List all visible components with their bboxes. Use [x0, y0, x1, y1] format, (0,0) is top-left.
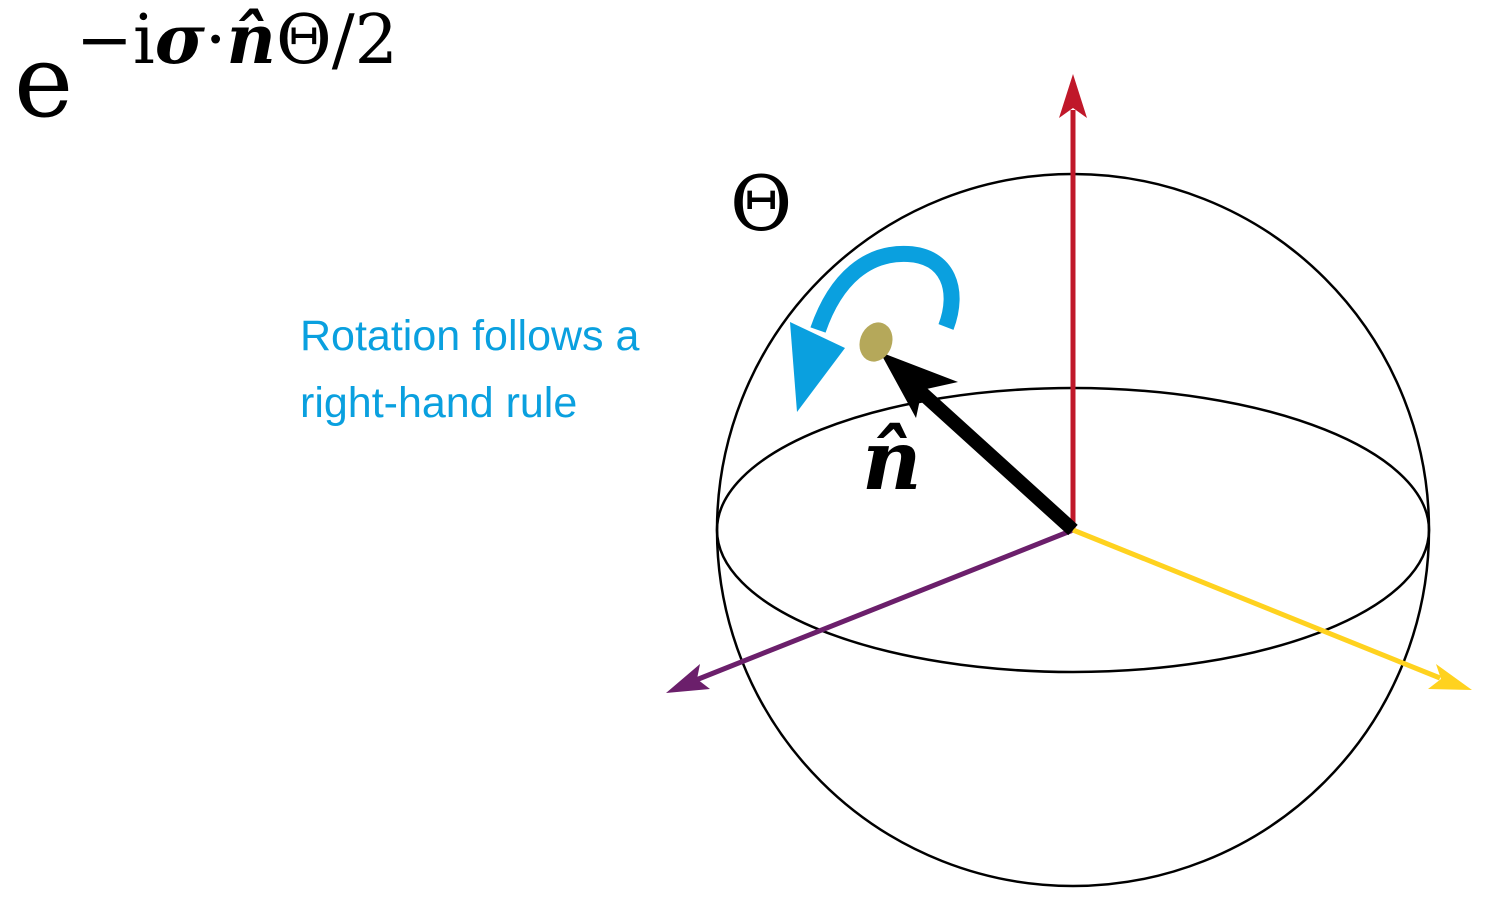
x-axis-arrowhead	[666, 664, 710, 693]
formula-sigma: σ	[154, 0, 205, 80]
formula-base: e	[14, 23, 74, 140]
caption-line-2: right-hand rule	[300, 379, 578, 427]
z-axis	[1059, 74, 1087, 530]
formula-exponent-prefix: −i	[76, 1, 155, 80]
formula-dot: ·	[204, 1, 227, 80]
n-hat-label: n̂	[862, 413, 922, 509]
formula-exponent-suffix: Θ/2	[275, 1, 398, 80]
formula-n-hat: n̂	[226, 0, 276, 80]
rotation-caption: Rotation follows a right-hand rule	[300, 303, 740, 437]
tip-marker	[859, 322, 893, 362]
x-axis	[666, 527, 1074, 693]
rotation-arrow-icon	[790, 245, 960, 412]
y-axis-arrowhead	[1428, 664, 1472, 690]
n-hat-arrowhead	[880, 352, 958, 418]
n-hat-vector	[880, 352, 1078, 536]
theta-label: Θ	[730, 159, 793, 248]
y-axis	[1072, 527, 1472, 690]
formula-exponent: −iσ·n̂Θ/2	[76, 6, 398, 75]
caption-line-1: Rotation follows a	[300, 312, 640, 360]
z-axis-arrowhead	[1059, 74, 1087, 118]
